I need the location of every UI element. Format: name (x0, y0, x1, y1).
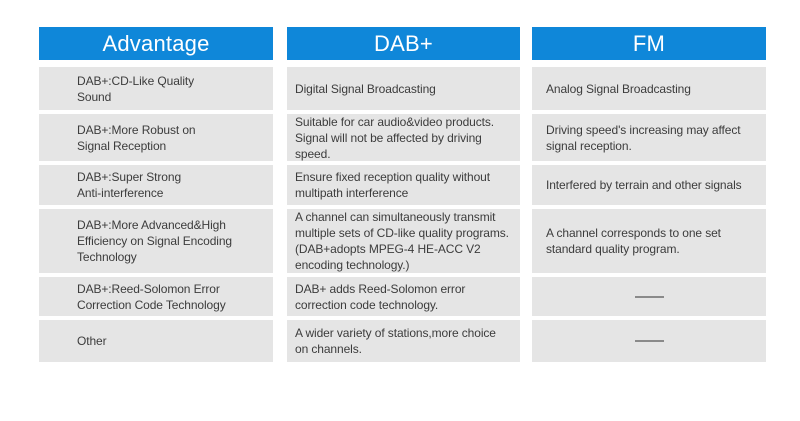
header-fm: FM (532, 27, 766, 60)
cell-advantage-row5: DAB+:Reed-Solomon Error Correction Code … (39, 277, 273, 316)
cell-advantage-row1: DAB+:CD-Like Quality Sound (39, 67, 273, 110)
cell-advantage-row6: Other (39, 320, 273, 362)
cell-fm-row3: Interfered by terrain and other signals (532, 165, 766, 205)
cell-fm-row1: Analog Signal Broadcasting (532, 67, 766, 110)
column-advantage: Advantage DAB+:CD-Like Quality Sound DAB… (39, 27, 273, 366)
cell-dab-row1: Digital Signal Broadcasting (287, 67, 520, 110)
header-advantage: Advantage (39, 27, 273, 60)
cell-dab-row3: Ensure fixed reception quality without m… (287, 165, 520, 205)
cell-dab-row2: Suitable for car audio&video products. S… (287, 114, 520, 161)
cell-dab-row5: DAB+ adds Reed-Solomon error correction … (287, 277, 520, 316)
cell-dab-row6: A wider variety of stations,more choice … (287, 320, 520, 362)
column-dab-plus: DAB+ Digital Signal Broadcasting Suitabl… (287, 27, 520, 366)
cell-advantage-row3: DAB+:Super Strong Anti-interference (39, 165, 273, 205)
cell-fm-row5-dash: —— (532, 277, 766, 316)
cell-advantage-row2: DAB+:More Robust on Signal Reception (39, 114, 273, 161)
cell-fm-row6-dash: —— (532, 320, 766, 362)
cell-advantage-row4: DAB+:More Advanced&High Efficiency on Si… (39, 209, 273, 273)
cell-dab-row4: A channel can simultaneously transmit mu… (287, 209, 520, 273)
column-fm: FM Analog Signal Broadcasting Driving sp… (532, 27, 766, 366)
comparison-table: Advantage DAB+:CD-Like Quality Sound DAB… (39, 27, 766, 366)
cell-fm-row2: Driving speed's increasing may affect si… (532, 114, 766, 161)
cell-fm-row4: A channel corresponds to one set standar… (532, 209, 766, 273)
header-dab-plus: DAB+ (287, 27, 520, 60)
